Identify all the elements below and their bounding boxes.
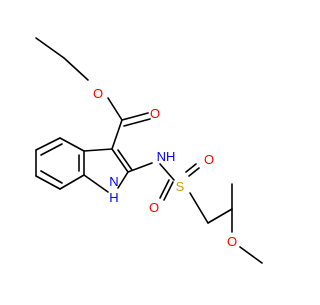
bond-lines: [35, 37, 263, 264]
bond-nh-s: [159, 163, 175, 181]
atom-ester-o: O: [93, 86, 103, 101]
bond-s-o-right-a: [185, 163, 197, 173]
bond-c3a-c4: [59, 137, 85, 152]
atom-sulfonyl-o-left: O: [149, 200, 159, 215]
bond-c3-c2-inner: [117, 149, 133, 171]
bond-s-o-right-b: [188, 167, 200, 177]
atom-nh-amide: NH: [157, 149, 176, 164]
atom-sulfur: S: [176, 179, 185, 194]
bond-s-o-left-a: [163, 181, 174, 201]
bond-o-carbonyl: [107, 97, 123, 121]
bond-c4-c5-inner: [40, 143, 63, 156]
bond-c3-c2: [111, 148, 129, 173]
bond-c6-c7: [35, 175, 61, 190]
bond-s-ch2: [189, 192, 209, 224]
atom-carbonyl-o: O: [150, 106, 160, 121]
bond-c6-c7-inner: [40, 170, 63, 184]
atom-sulfonyl-o-right: O: [204, 152, 214, 167]
bond-ethyl-ch2-o: [63, 57, 89, 81]
bond-carbonyl-double-b: [123, 118, 151, 127]
bond-c7-c7a: [59, 174, 85, 190]
bond-s-o-left-b: [159, 179, 170, 199]
molecule-canvas: O O NH N H S O O O: [35, 37, 263, 264]
bond-ch2-ch: [207, 208, 233, 224]
bond-c3-c3a: [83, 148, 113, 152]
molecule-structure: O O NH N H S O O O: [35, 37, 263, 264]
bond-c2-n1: [117, 171, 129, 189]
atom-indole-n: N: [109, 174, 118, 189]
bond-c2-nh: [127, 162, 153, 173]
atom-ether-o: O: [227, 234, 237, 249]
bond-o-methyl: [239, 246, 263, 264]
bond-c4-c5: [35, 137, 61, 151]
bond-carbonyl-double-a: [121, 112, 149, 121]
atom-indole-h: H: [109, 190, 118, 205]
bond-n1-c7a: [83, 174, 109, 193]
bond-carbonyl-c3: [111, 119, 123, 150]
bond-ethyl-ch3: [35, 37, 65, 59]
